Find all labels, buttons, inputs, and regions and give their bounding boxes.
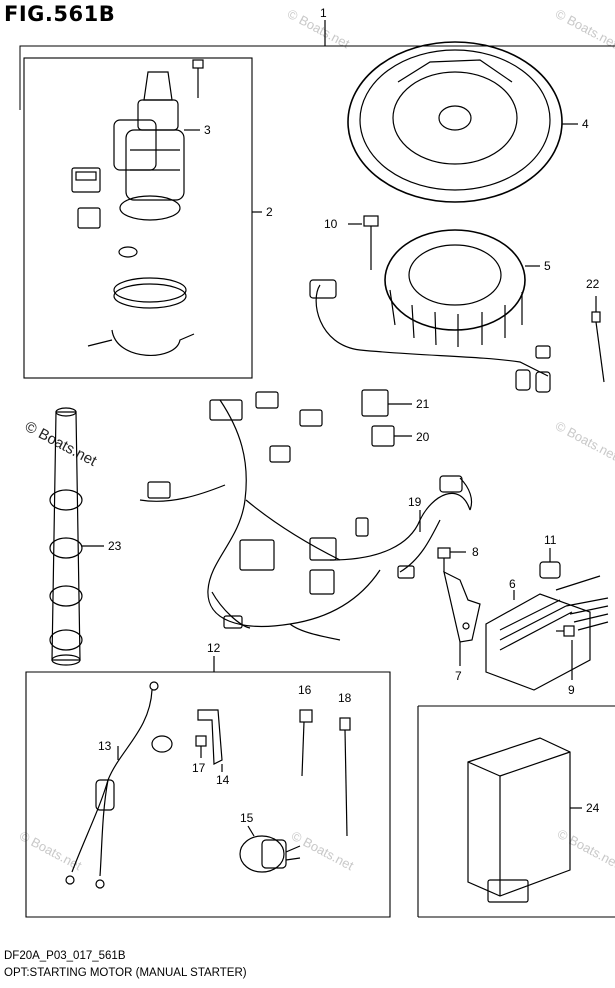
callout-22: 22 xyxy=(586,277,600,291)
relay-21 xyxy=(361,389,389,417)
leader-line xyxy=(247,825,255,837)
bracket-14 xyxy=(197,709,223,765)
callout-18: 18 xyxy=(338,691,352,705)
rectifier-regulator xyxy=(485,575,609,691)
starter-bolt xyxy=(192,59,204,98)
bolt-17 xyxy=(195,735,207,758)
callout-21: 21 xyxy=(416,397,430,411)
buzzer-15 xyxy=(239,835,301,873)
bracket-7 xyxy=(443,570,481,643)
starter-ring-clamp xyxy=(113,277,187,309)
callout-9: 9 xyxy=(568,683,575,697)
cable-tie-22 xyxy=(591,296,605,383)
bolt-10 xyxy=(363,215,379,270)
starter-motor xyxy=(113,71,185,221)
bolt-8 xyxy=(437,547,451,572)
callout-14: 14 xyxy=(216,773,230,787)
flywheel xyxy=(347,41,563,203)
cable-tie-18 xyxy=(339,717,351,837)
starter-relay-a xyxy=(71,167,101,193)
footer-code: DF20A_P03_017_561B xyxy=(4,950,126,962)
callout-12: 12 xyxy=(207,641,221,655)
callout-17: 17 xyxy=(192,761,206,775)
group-12-box xyxy=(25,671,391,918)
callout-19: 19 xyxy=(408,495,422,509)
relay-20 xyxy=(371,425,395,447)
starter-relay-b xyxy=(77,207,101,229)
callout-2: 2 xyxy=(266,205,273,219)
callout-15: 15 xyxy=(240,811,254,825)
bolt-9 xyxy=(556,625,575,637)
starter-strap xyxy=(87,329,195,357)
harness-13 xyxy=(65,681,173,889)
callout-16: 16 xyxy=(298,683,312,697)
callout-23: 23 xyxy=(108,539,122,553)
stator-terminals xyxy=(515,345,551,393)
harness-19 xyxy=(399,475,473,573)
callout-4: 4 xyxy=(582,117,589,131)
assembly-bracket xyxy=(19,45,615,110)
callout-7: 7 xyxy=(455,669,462,683)
callout-8: 8 xyxy=(472,545,479,559)
camshaft xyxy=(49,407,83,666)
callout-6: 6 xyxy=(509,577,516,591)
starter-washer xyxy=(118,246,138,258)
main-wiring-harness xyxy=(139,391,471,641)
footer-caption: OPT:STARTING MOTOR (MANUAL STARTER) xyxy=(4,967,247,979)
callout-11: 11 xyxy=(544,533,557,547)
stator-coil xyxy=(384,229,526,347)
cable-tie-16 xyxy=(299,709,313,777)
callout-1: 1 xyxy=(320,6,327,20)
ecu-unit xyxy=(467,737,571,903)
starter-group-box xyxy=(23,57,253,379)
callout-3: 3 xyxy=(204,123,211,137)
callout-13: 13 xyxy=(98,739,112,753)
callout-24: 24 xyxy=(586,801,600,815)
clip-11 xyxy=(539,561,561,579)
stator-connector xyxy=(309,279,337,299)
callout-20: 20 xyxy=(416,430,430,444)
callout-5: 5 xyxy=(544,259,551,273)
callout-10: 10 xyxy=(324,217,338,231)
stator-harness xyxy=(315,284,549,377)
figure-title: FIG.561B xyxy=(4,2,116,26)
